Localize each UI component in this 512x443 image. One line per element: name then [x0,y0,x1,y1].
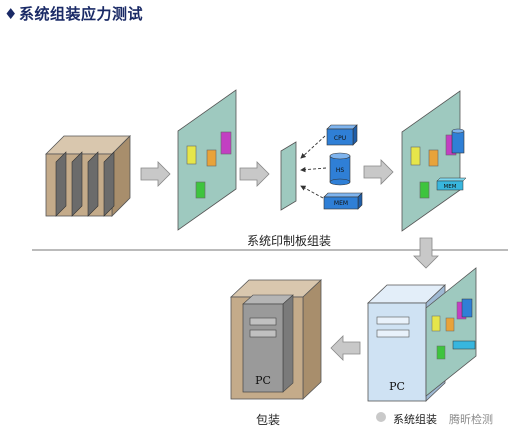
flow-arrow-2 [239,161,270,187]
flow-arrow-left [330,335,361,361]
title-text: 系统组装应力测试 [18,5,143,23]
diamond-bullet-icon: ♦ [4,5,18,23]
tower-pc-label: PC [389,380,405,393]
watermark-text: 腾昕检测 [449,413,493,426]
wechat-badge [376,411,389,424]
system-assembly-caption: 系统组装 [393,413,437,426]
pc-tower-assembly: PC [366,267,477,402]
heatsink-cylinder: HS [329,152,351,186]
page-title: ♦系统组装应力测试 [4,3,143,24]
bare-board-stack [45,135,131,217]
cpu-chip-label: CPU [334,135,346,142]
bare-board-small [280,141,297,211]
heatsink-label: HS [336,167,345,174]
cpu-chip: CPU [326,124,358,146]
circuit-board-1 [177,89,237,231]
pcb-assembly-caption: 系统印制板组装 [247,234,332,248]
memory-module: MEM [323,192,363,210]
flow-arrow-3 [363,159,394,185]
packaged-pc-label: PC [255,374,271,387]
board2-memory-label: MEM [444,184,457,190]
packaging-caption: 包装 [256,413,281,427]
circuit-board-2: MEM [401,90,467,232]
flow-arrow-1 [140,161,171,187]
flow-arrow-down [413,237,439,269]
packaging-box: PC [229,279,323,400]
memory-module-label: MEM [334,200,348,207]
wechat-icon [376,412,386,422]
watermark: 腾昕检测 [449,411,493,427]
